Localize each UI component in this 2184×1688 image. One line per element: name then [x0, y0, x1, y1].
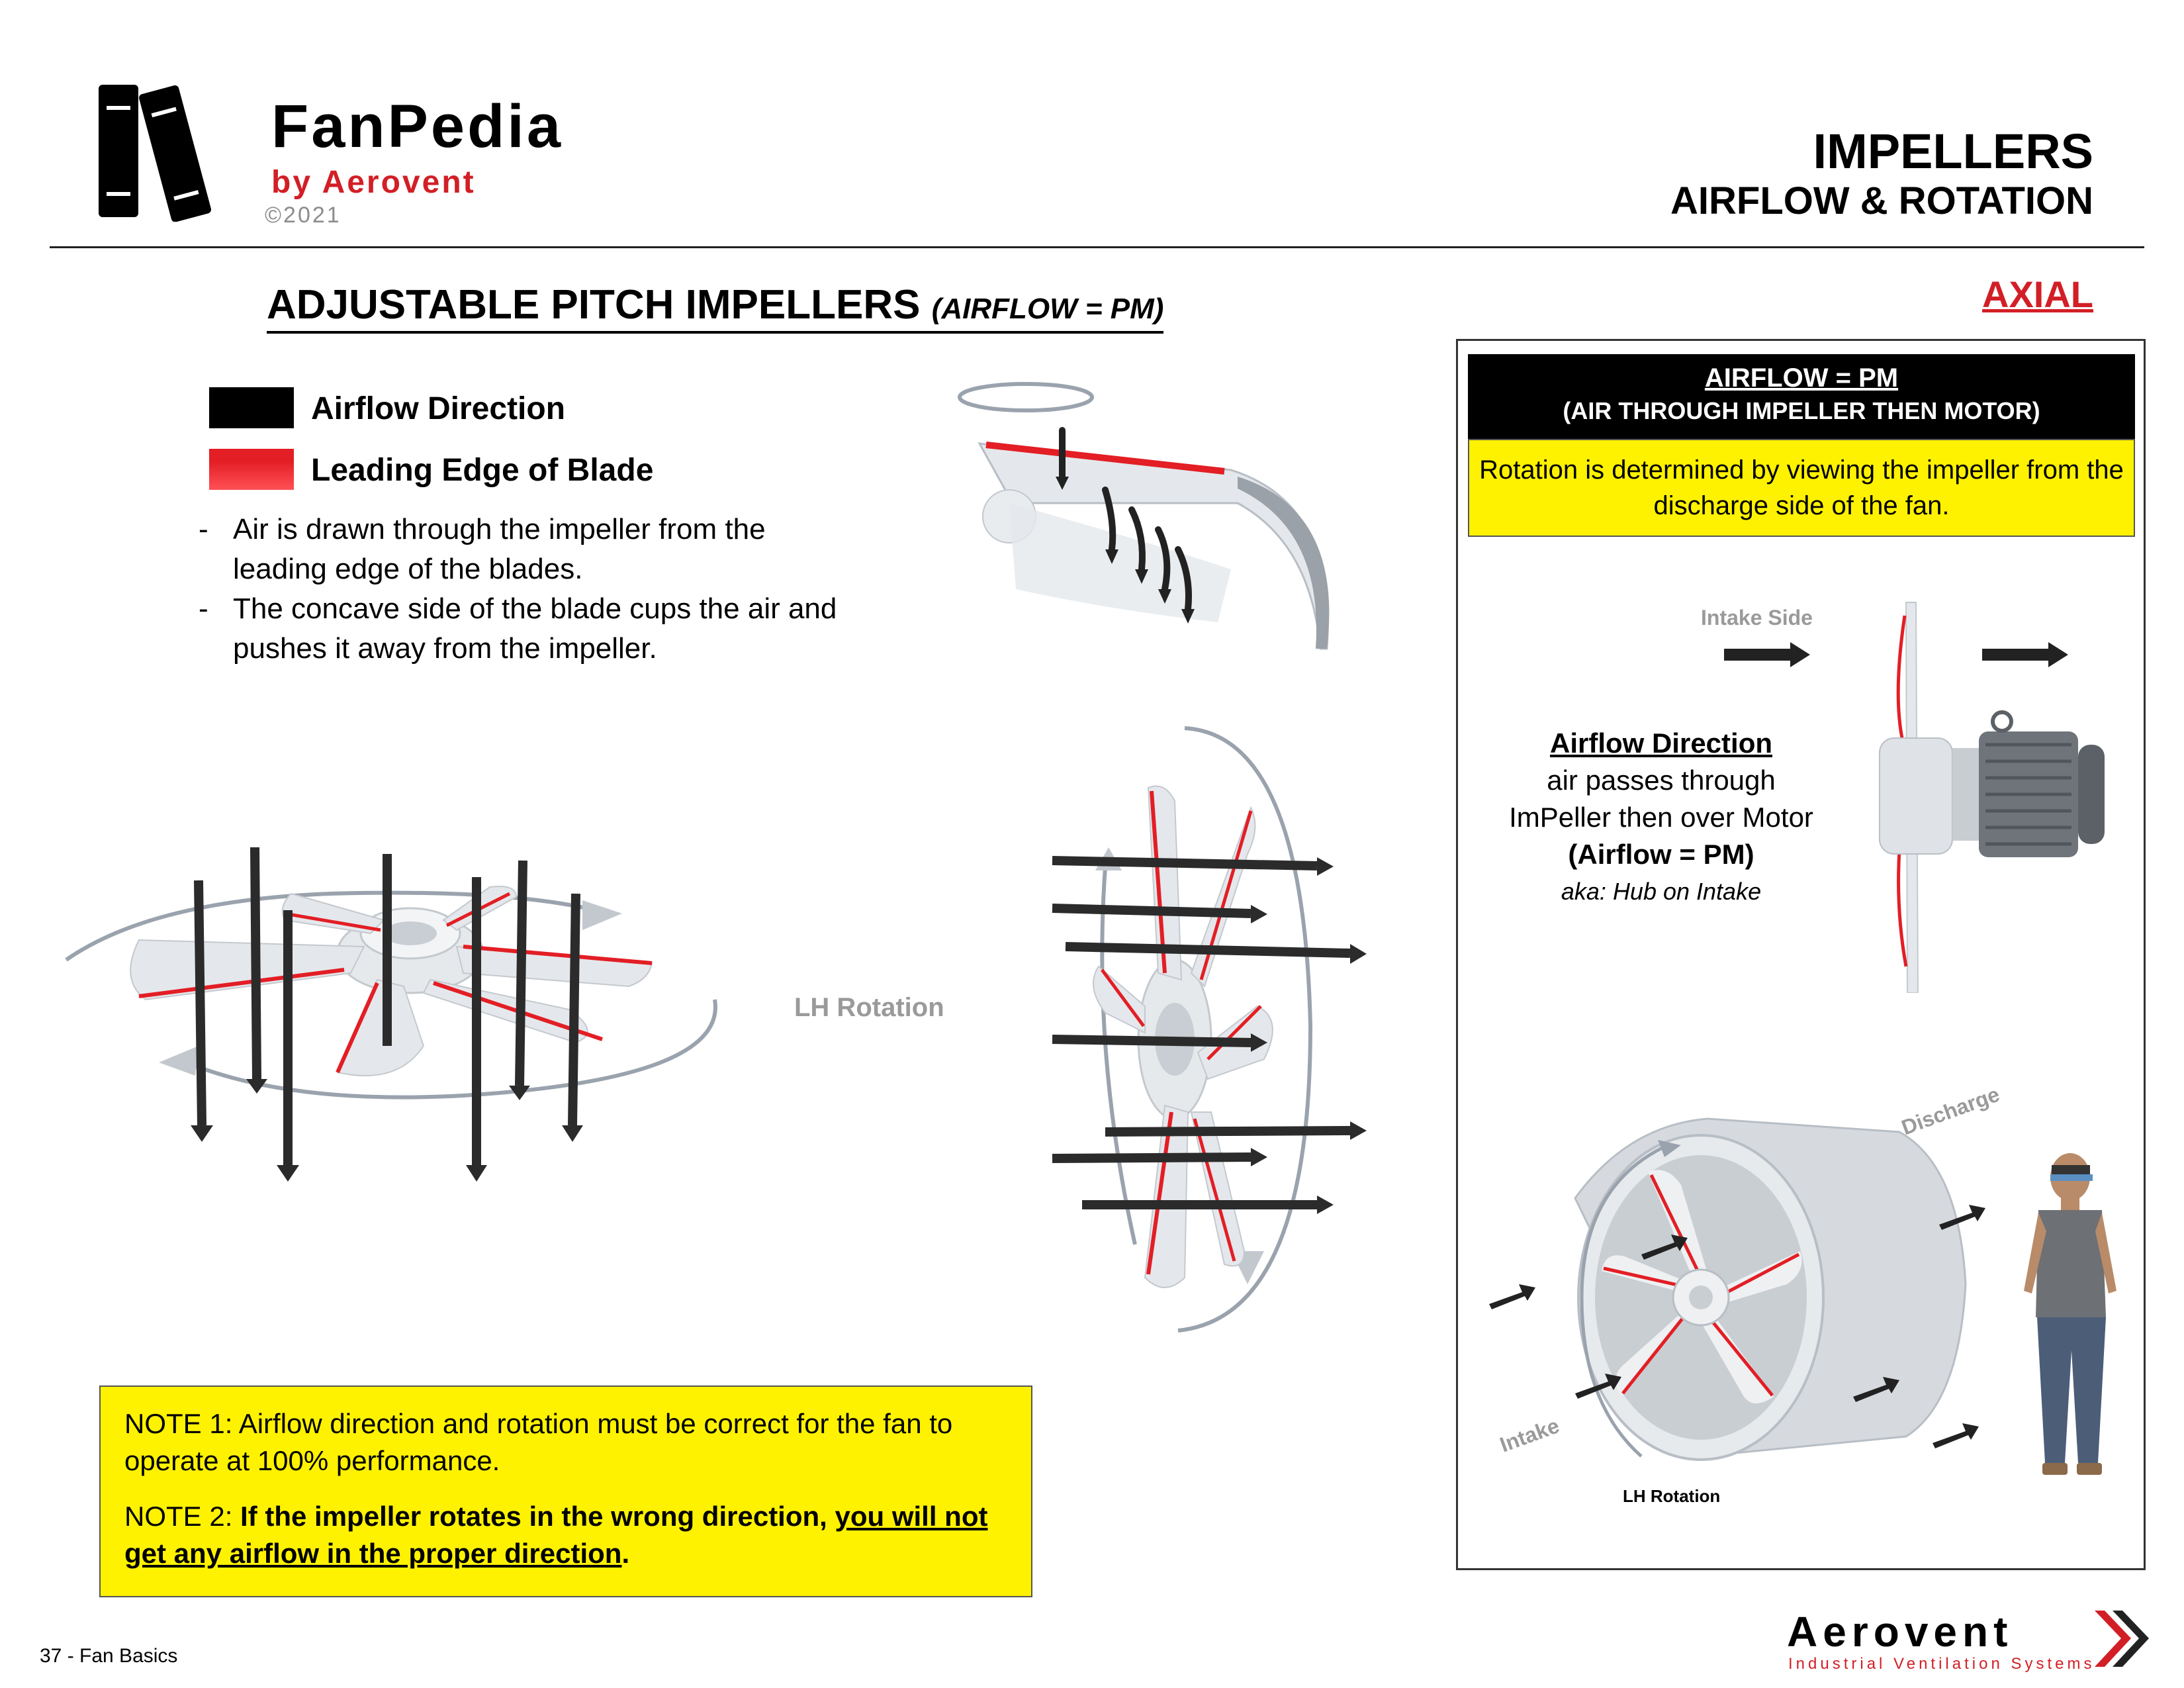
af-line-4: aka: Hub on Intake — [1561, 878, 1762, 905]
company-name: Aerovent — [1787, 1608, 2013, 1656]
panel-info: Rotation is determined by viewing the im… — [1468, 439, 2135, 537]
page-number: 37 - Fan Basics — [40, 1645, 178, 1667]
panel-heading-line1: AIRFLOW = PM — [1704, 363, 1899, 393]
blade-closeup-illustration — [958, 382, 1330, 650]
company-tagline: Industrial Ventilation Systems — [1788, 1655, 2095, 1673]
bullet-dash: - — [199, 592, 208, 625]
section-title-main: ADJUSTABLE PITCH IMPELLERS — [267, 282, 921, 328]
legend-swatch-leading-edge — [209, 449, 294, 490]
axial-fan-duct-illustration — [1489, 1117, 1985, 1461]
af-line-1: air passes through — [1547, 765, 1776, 796]
af-line-2: ImPeller then over Motor — [1509, 802, 1813, 833]
af-line-3: (Airflow = PM) — [1568, 839, 1754, 870]
intake-side-label: Intake Side — [1701, 606, 1813, 630]
panel-heading: AIRFLOW = PM (AIR THROUGH IMPELLER THEN … — [1468, 354, 2135, 439]
section-title: ADJUSTABLE PITCH IMPELLERS (AIRFLOW = PM… — [267, 281, 1164, 334]
bullet-text: Air is drawn through the impeller from t… — [233, 513, 766, 585]
notes-box: NOTE 1: Airflow direction and rotation m… — [99, 1385, 1032, 1597]
note-2-bold: If the impeller rotates in the wrong dir… — [240, 1501, 835, 1532]
bullet-item: - Air is drawn through the impeller from… — [199, 510, 847, 589]
brand-copyright: ©2021 — [265, 203, 341, 228]
note-2: NOTE 2: If the impeller rotates in the w… — [124, 1498, 1007, 1572]
lh-rotation-duct-label: LH Rotation — [1623, 1486, 1721, 1506]
bullet-text: The concave side of the blade cups the a… — [233, 592, 837, 665]
airflow-panel — [1456, 339, 2146, 1570]
page-subtitle: AIRFLOW & ROTATION — [1670, 179, 2093, 222]
af-title: Airflow Direction — [1549, 727, 1773, 759]
books-logo-icon — [99, 85, 212, 222]
bullet-item: - The concave side of the blade cups the… — [199, 589, 847, 669]
panel-heading-line2: (AIR THROUGH IMPELLER THEN MOTOR) — [1563, 397, 2040, 424]
impeller-motor-side-illustration — [1879, 602, 2105, 993]
airflow-arrows-icon — [1724, 642, 2068, 667]
person-scale-figure — [2024, 1153, 2116, 1475]
brand-title: FanPedia — [271, 93, 564, 160]
impeller-horizontal-illustration — [65, 847, 717, 1182]
legend-label-airflow: Airflow Direction — [311, 391, 566, 426]
page-title: IMPELLERS — [1813, 124, 2093, 179]
impeller-vertical-illustration — [1052, 726, 1367, 1333]
legend-swatch-airflow — [209, 387, 294, 428]
note-1: NOTE 1: Airflow direction and rotation m… — [124, 1408, 953, 1476]
chevron-right-icon — [2095, 1611, 2149, 1667]
airflow-direction-text: Airflow Direction air passes through ImP… — [1482, 725, 1840, 910]
lh-rotation-label: LH Rotation — [794, 993, 944, 1022]
bullet-list: - Air is drawn through the impeller from… — [199, 510, 847, 669]
header-divider — [50, 246, 2144, 248]
bullet-dash: - — [199, 513, 208, 545]
note-2-underline: you will not get any airflow in the prop… — [124, 1501, 988, 1569]
category-label: AXIAL — [1982, 273, 2093, 315]
note-2-prefix: NOTE 2: — [124, 1501, 241, 1532]
legend-label-leading-edge: Leading Edge of Blade — [311, 453, 654, 488]
brand-subtitle: by Aerovent — [271, 165, 476, 200]
section-title-suffix: (AIRFLOW = PM) — [931, 293, 1164, 325]
note-2-end: . — [621, 1538, 630, 1569]
